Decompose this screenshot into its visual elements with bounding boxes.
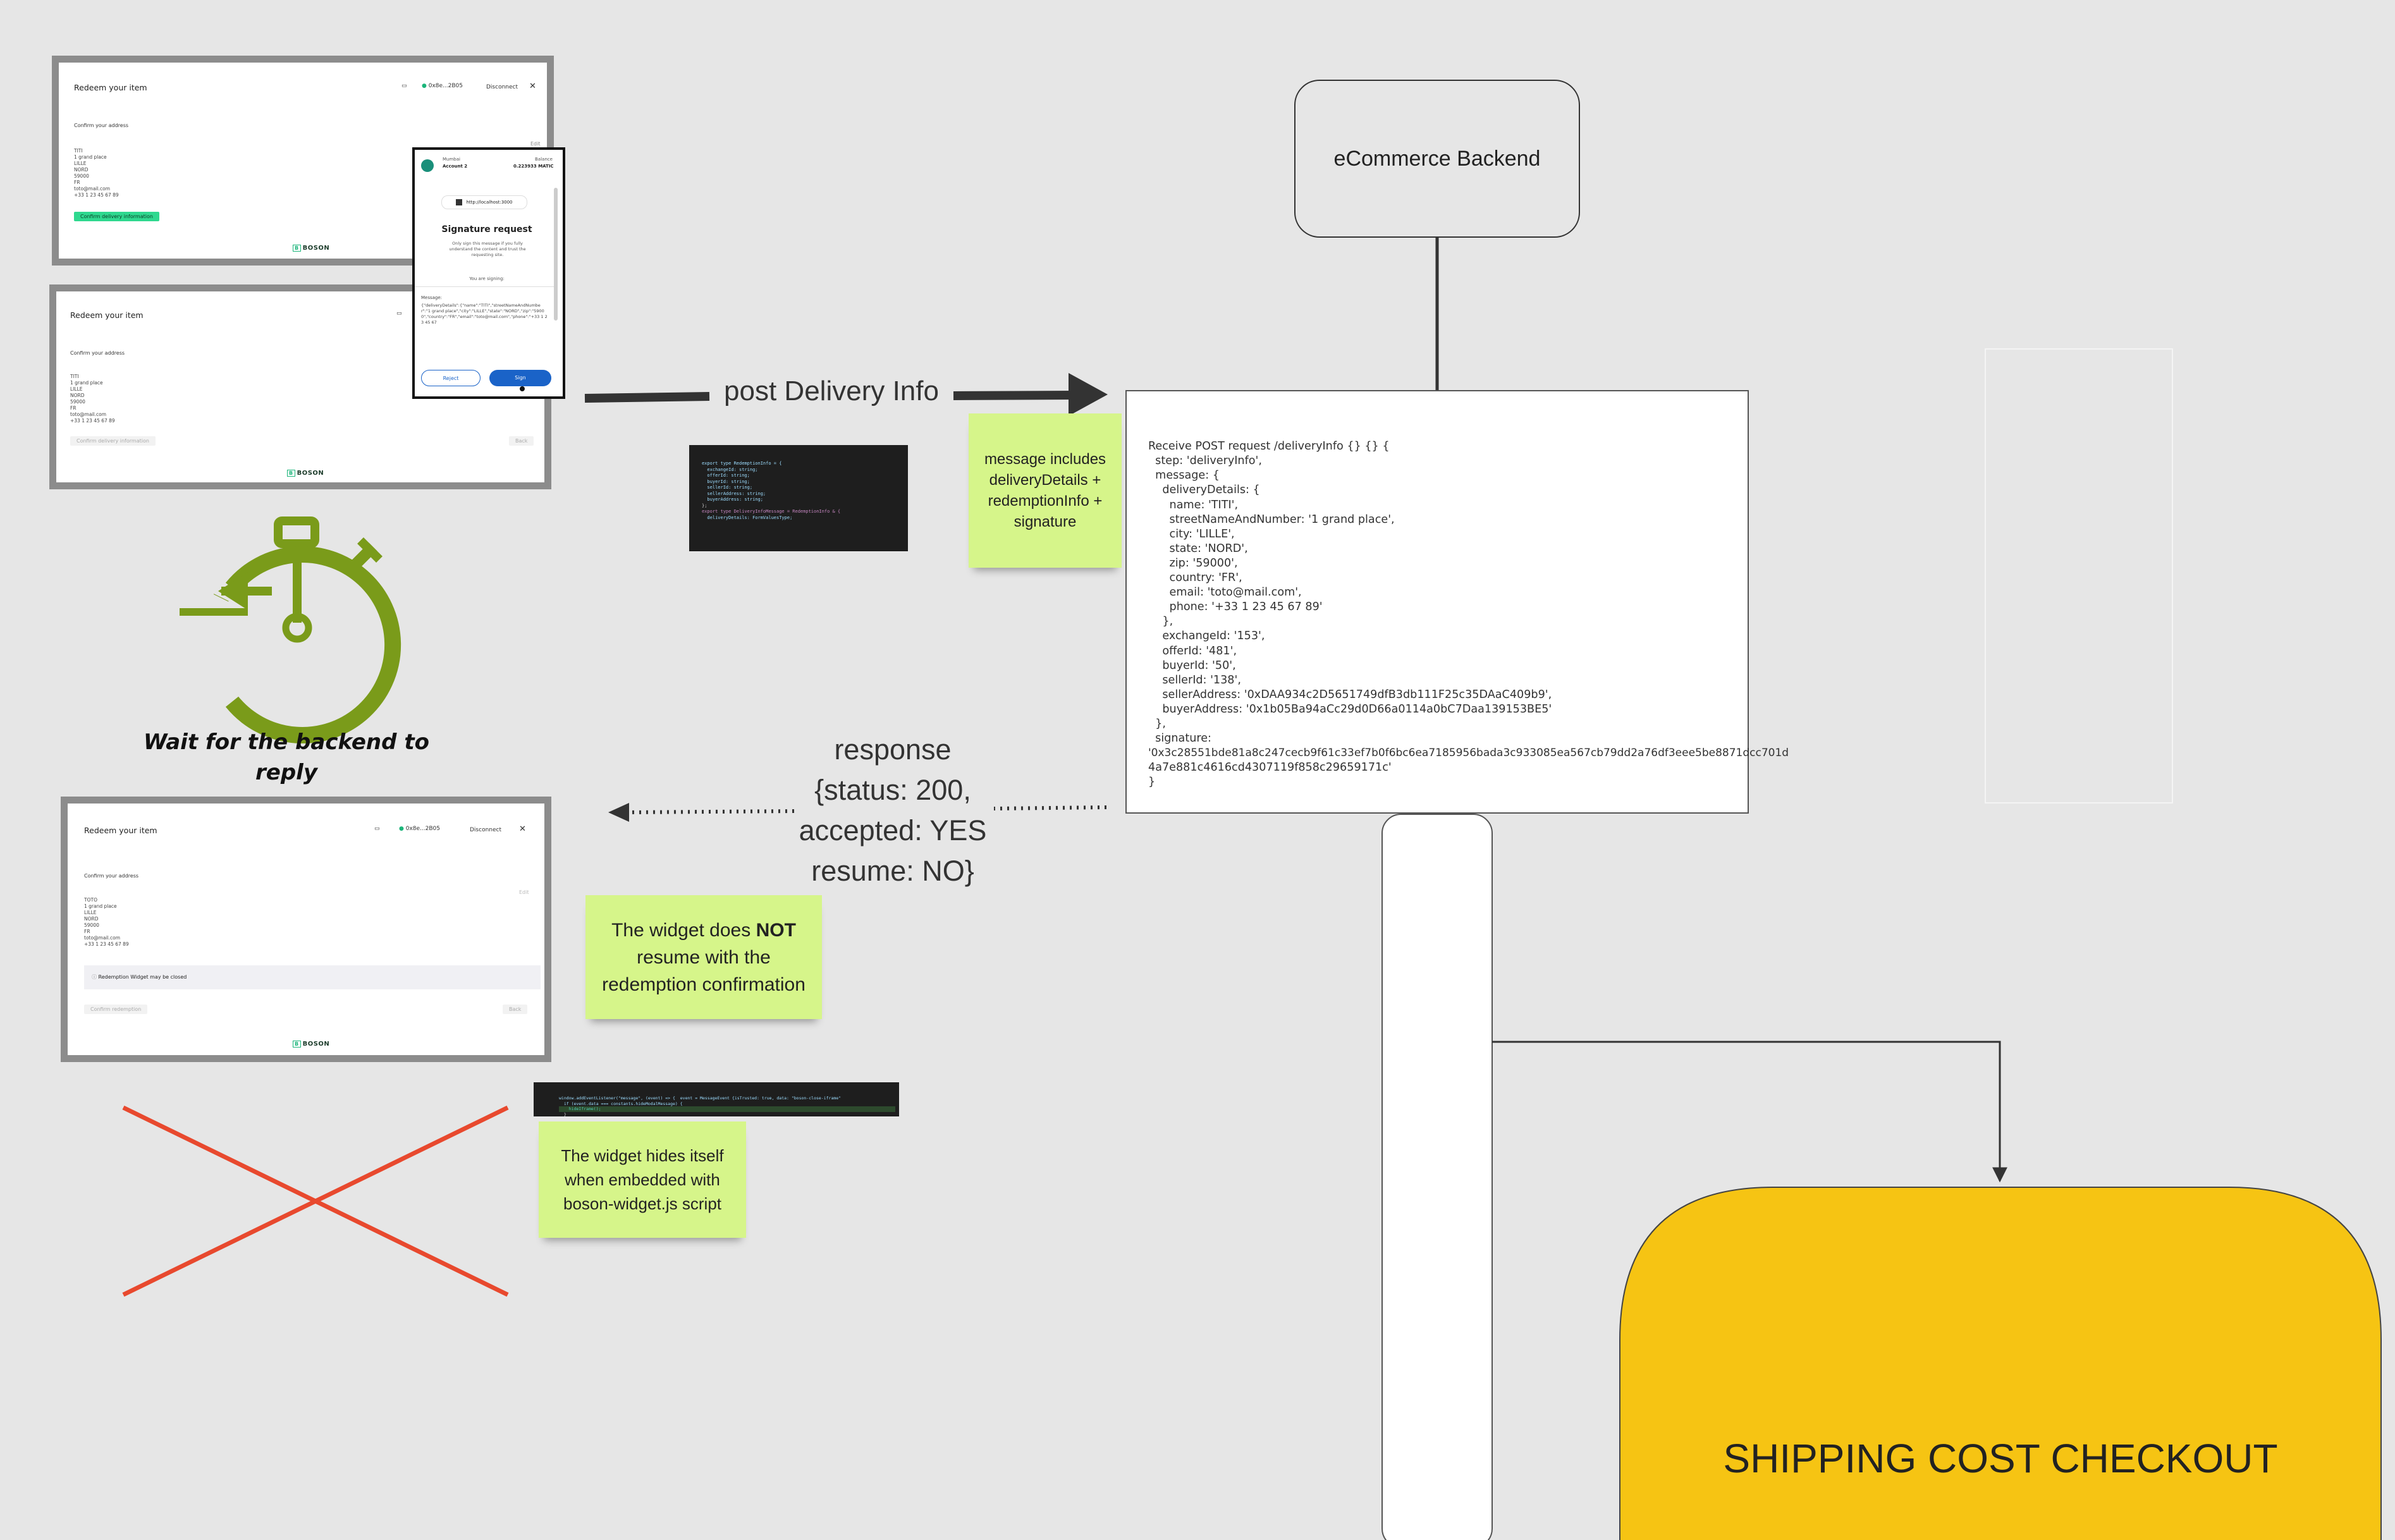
widget-title: Redeem your item: [70, 310, 144, 320]
disconnect-button[interactable]: Disconnect: [486, 84, 518, 90]
sticky-note-not-resume: The widget does NOT resume with the rede…: [585, 895, 822, 1019]
post-request-card: Receive POST request /deliveryInfo {} {}…: [1125, 390, 1789, 814]
account-badge[interactable]: ● 0x8e...2B05: [422, 83, 463, 89]
response-arrow-right-segment: [993, 805, 1107, 810]
redemption-notice-banner: ⓘ Redemption Widget may be closed: [84, 965, 541, 989]
metamask-signature-popup: Mumbai Account 2 Balance 0.223933 MATIC …: [412, 147, 565, 399]
confirm-address-label: Confirm your address: [74, 123, 129, 128]
message-label: Message:: [421, 295, 443, 300]
signing-label: You are signing:: [469, 276, 505, 281]
response-arrow-head: [608, 803, 629, 822]
mouse-cursor-icon: [520, 386, 525, 391]
calendar-icon[interactable]: ▭: [401, 83, 407, 89]
ecommerce-backend-box: eCommerce Backend: [1294, 80, 1580, 238]
signature-request-heading: Signature request: [441, 224, 532, 235]
edit-button[interactable]: Edit: [530, 141, 541, 147]
calendar-icon[interactable]: ▭: [396, 310, 402, 317]
disconnect-button[interactable]: Disconnect: [470, 827, 501, 833]
post-arrow-head: [1069, 373, 1108, 416]
post-arrow-left-segment: [584, 392, 710, 403]
account-name: Account 2: [443, 164, 468, 169]
redeem-widget-screenshot-3: Redeem your item ▭ ● 0x8e...2B05 Disconn…: [61, 797, 551, 1062]
close-icon[interactable]: ✕: [529, 82, 536, 91]
confirm-delivery-button[interactable]: Confirm delivery information: [74, 212, 159, 221]
sign-button[interactable]: Sign: [489, 370, 551, 386]
faint-outline-rect: [1985, 348, 2173, 804]
response-arrow-left-segment: [625, 809, 795, 814]
shipping-connector: [1492, 1041, 2007, 1183]
info-icon: ⓘ: [92, 974, 99, 980]
balance-value: 0.223933 MATIC: [513, 164, 554, 169]
post-arrow-right-segment: [953, 391, 1075, 400]
account-avatar: [421, 159, 434, 172]
red-cross-stroke-2: [122, 1105, 509, 1297]
scrollbar[interactable]: [554, 188, 558, 321]
back-button[interactable]: Back: [503, 1005, 528, 1014]
network-label: Mumbai: [443, 157, 460, 162]
widget-title: Redeem your item: [74, 83, 147, 92]
code-snippet-redemption-info: export type RedemptionInfo = { exchangeI…: [689, 445, 908, 551]
account-badge[interactable]: ● 0x8e...2B05: [399, 826, 440, 832]
balance-label: Balance: [535, 157, 553, 162]
confirm-delivery-button-disabled[interactable]: Confirm delivery information: [70, 436, 156, 446]
widget-title: Redeem your item: [84, 826, 157, 835]
sticky-note-message-includes: message includes deliveryDetails + redem…: [969, 413, 1122, 568]
signature-description: Only sign this message if you fully unde…: [449, 241, 526, 257]
backend-title: eCommerce Backend: [1333, 146, 1541, 171]
code-snippet-hide-iframe: window.addEventListener("message", (even…: [534, 1082, 899, 1116]
confirm-address-label: Confirm your address: [70, 350, 125, 356]
close-icon[interactable]: ✕: [519, 824, 526, 834]
back-button[interactable]: Back: [509, 436, 534, 446]
lifeline-bar: [1381, 814, 1493, 1540]
site-icon: [456, 199, 463, 205]
sticky-note-widget-hides: The widget hides itself when embedded wi…: [539, 1121, 746, 1238]
calendar-icon[interactable]: ▭: [374, 826, 380, 832]
confirm-address-label: Confirm your address: [84, 873, 139, 879]
message-content: {"deliveryDetails":{"name":"TITI","stree…: [421, 303, 548, 325]
edit-button[interactable]: Edit: [519, 889, 529, 895]
shipping-box: [1619, 1187, 2382, 1540]
reject-button[interactable]: Reject: [421, 370, 481, 386]
confirm-redemption-button[interactable]: Confirm redemption: [84, 1005, 148, 1014]
stopwatch-icon: [180, 516, 401, 743]
origin-url-box: http://localhost:3000: [441, 195, 527, 209]
post-delivery-info-label: post Delivery Info: [724, 376, 939, 406]
divider: [415, 286, 557, 287]
shipping-cost-checkout-title: SHIPPING COST CHECKOUT: [1723, 1436, 2278, 1481]
